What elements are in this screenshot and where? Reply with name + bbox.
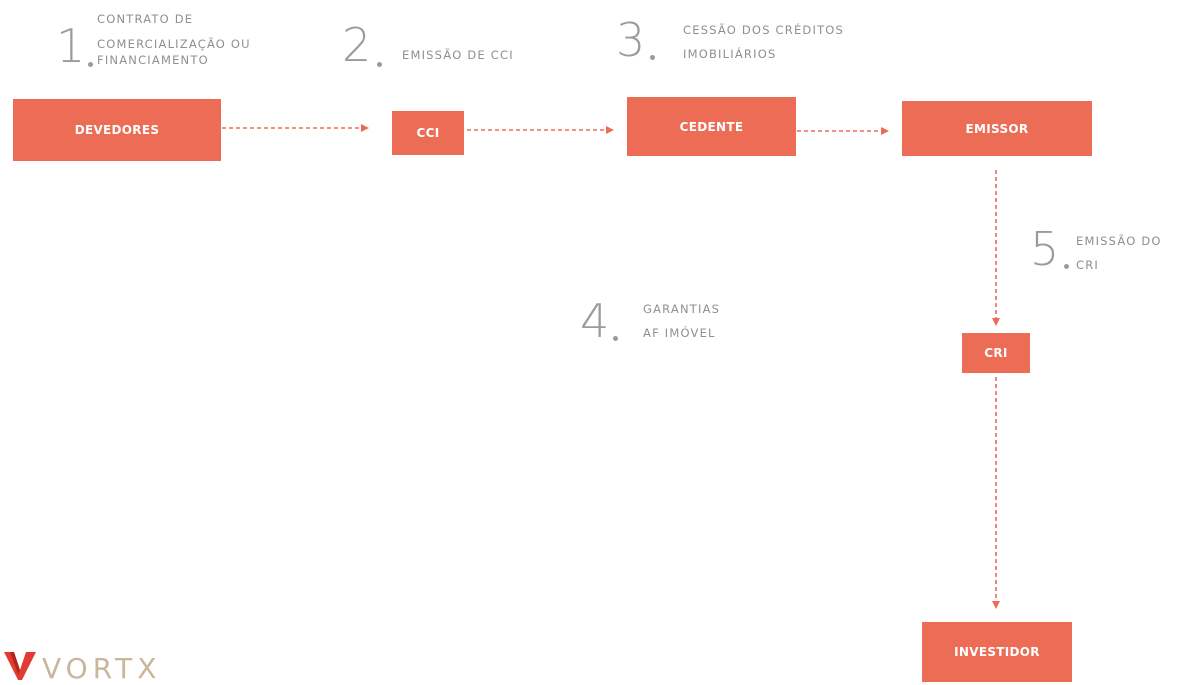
step-number: 2 [342, 18, 372, 72]
vortx-logo-wordmark: VORTX [42, 652, 162, 685]
step-description: CONTRATO DE COMERCIALIZAÇÃO OU FINANCIAM… [97, 11, 251, 68]
step-description: CESSÃO DOS CRÉDITOS IMOBILIÁRIOS [683, 22, 844, 62]
step-line: GARANTIAS [643, 302, 721, 316]
step-line: EMISSÃO DO [1076, 234, 1162, 248]
step-number: 5 [1030, 222, 1060, 276]
step-description: EMISSÃO DO CRI [1076, 233, 1162, 273]
node-cci: CCI [392, 111, 464, 155]
step-number: 4 [580, 294, 610, 348]
step-dot [613, 336, 618, 341]
vortx-logo-icon [4, 652, 36, 680]
step-line: COMERCIALIZAÇÃO OU [97, 37, 251, 51]
step-line: AF IMÓVEL [643, 326, 716, 340]
step-dot [650, 55, 655, 60]
step-line: FINANCIAMENTO [97, 53, 209, 67]
node-emissor: EMISSOR [902, 101, 1092, 156]
step-dot [377, 62, 382, 67]
step-line: IMOBILIÁRIOS [683, 47, 777, 61]
step-dot [88, 62, 93, 67]
step-line: CRI [1076, 258, 1100, 272]
step-number: 1 [56, 19, 86, 73]
step-line: CESSÃO DOS CRÉDITOS [683, 23, 845, 37]
node-cedente: CEDENTE [627, 97, 796, 156]
step-number: 3 [616, 13, 646, 67]
step-dot [1064, 264, 1069, 269]
node-investidor: INVESTIDOR [922, 622, 1072, 682]
node-cri: CRI [962, 333, 1030, 373]
step-line: CONTRATO DE [97, 12, 194, 26]
step-description: EMISSÃO DE CCI [402, 47, 514, 63]
step-line: EMISSÃO DE CCI [402, 48, 514, 62]
step-description: GARANTIAS AF IMÓVEL [643, 301, 720, 341]
node-devedores: DEVEDORES [13, 99, 221, 161]
